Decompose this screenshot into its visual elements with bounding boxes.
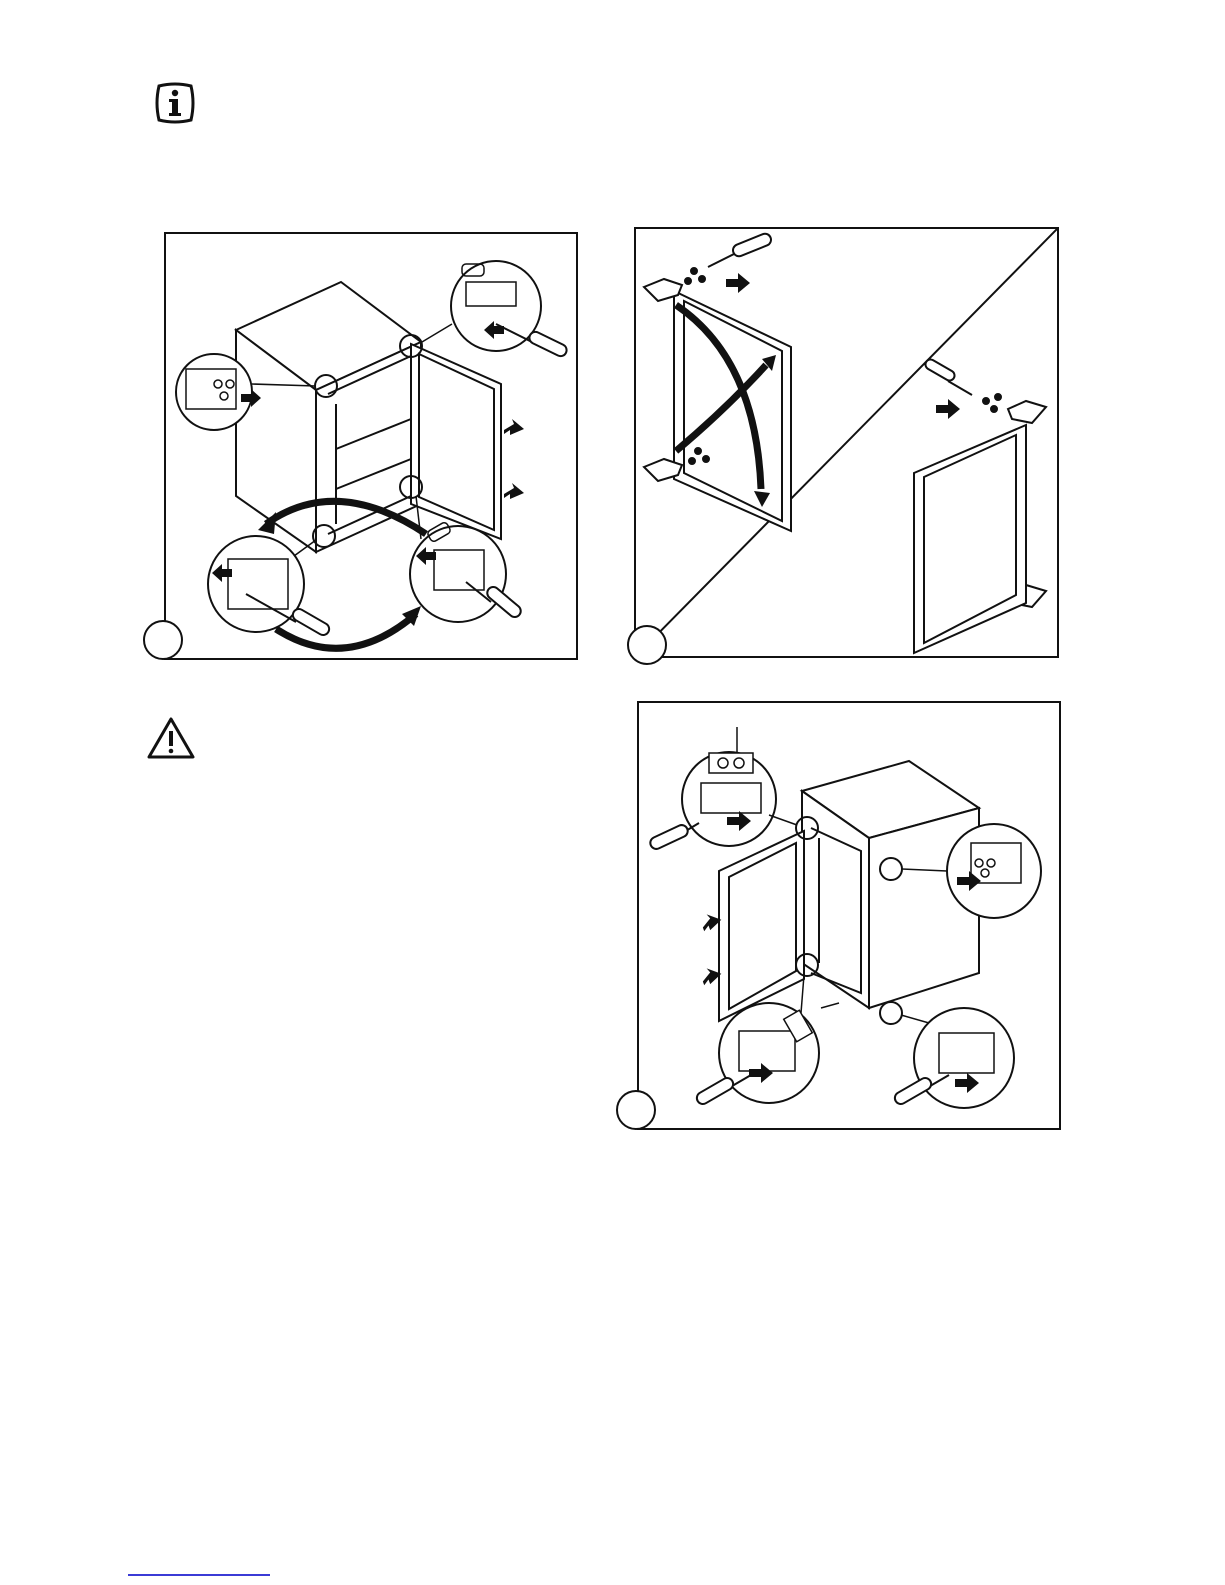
figure-3-badge	[616, 1090, 656, 1130]
figure-1-badge	[143, 620, 183, 660]
figure-2-badge	[627, 625, 667, 665]
footer-link-underline[interactable]	[128, 1574, 270, 1576]
info-icon	[153, 82, 197, 124]
warning-triangle-icon	[146, 716, 196, 760]
figure-2-panel	[634, 227, 1059, 658]
figure-1-panel	[164, 232, 578, 660]
figure-3-panel	[637, 701, 1061, 1130]
